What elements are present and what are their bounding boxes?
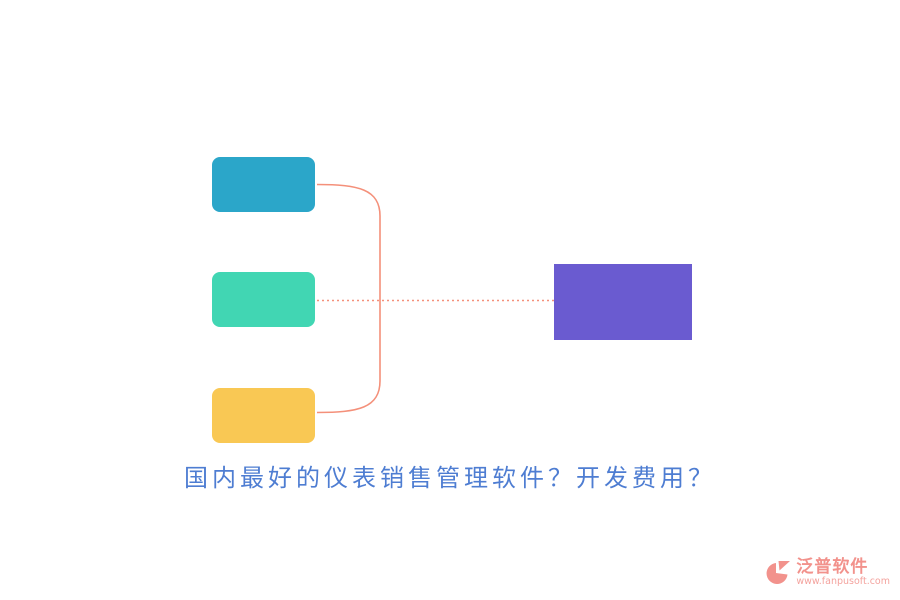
- diagram-node-result: [554, 264, 692, 340]
- logo-name: 泛普软件: [796, 556, 869, 577]
- bracket-curve-line: [316, 183, 381, 414]
- diagram-node-bottom: [212, 388, 315, 443]
- diagram-node-middle: [212, 272, 315, 327]
- diagram-node-top: [212, 157, 315, 212]
- fanpu-logo-icon: [766, 560, 791, 584]
- fanpu-logo: 泛普软件 www.fanpusoft.com: [764, 556, 890, 588]
- page-title: 国内最好的仪表销售管理软件？开发费用？: [184, 464, 716, 492]
- logo-url: www.fanpusoft.com: [796, 576, 890, 588]
